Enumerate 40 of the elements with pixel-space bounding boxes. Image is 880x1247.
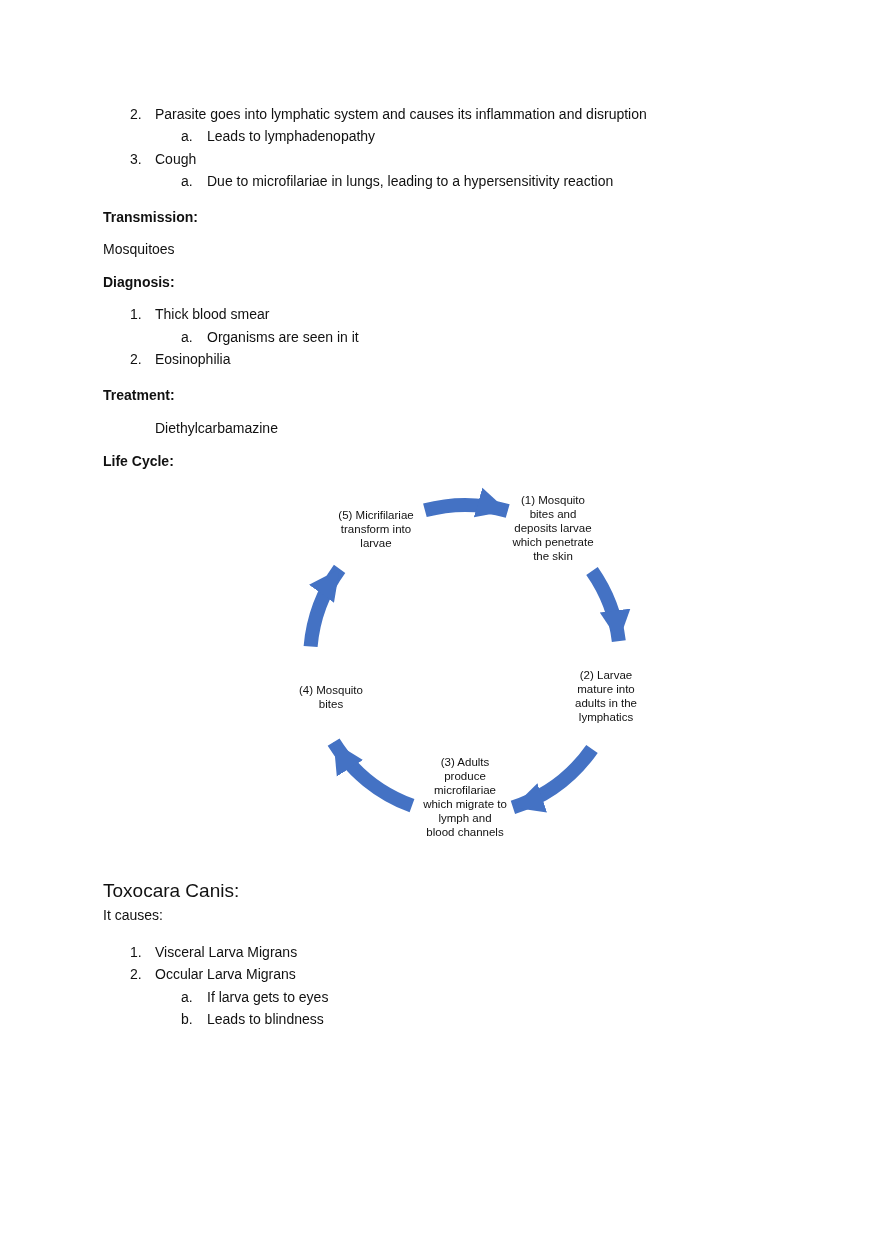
step-label: (3) Adults produce microfilariae which migrate to lymph and blood channels	[423, 755, 507, 839]
cycle-arrow	[586, 567, 629, 643]
step-label: (5) Micrifilariae transform into larvae	[334, 508, 418, 550]
list-marker: 1.	[130, 943, 142, 961]
list-item: If larva gets to eyes	[207, 988, 329, 1006]
list-item: Due to microfilariae in lungs, leading to a hypersensitivity reaction	[207, 172, 614, 190]
list-item: Leads to blindness	[207, 1010, 324, 1028]
list-marker: 1.	[130, 305, 142, 323]
list-marker: 3.	[130, 150, 142, 168]
list-marker: a.	[181, 172, 193, 190]
list-marker: b.	[181, 1010, 193, 1028]
section-heading: Treatment:	[103, 386, 175, 404]
list-marker: 2.	[130, 105, 142, 123]
list-marker: 2.	[130, 350, 142, 368]
step-label: (2) Larvae mature into adults in the lymphatics	[564, 668, 648, 724]
cycle-arrow	[510, 744, 598, 814]
section-heading: Transmission:	[103, 208, 198, 226]
list-item: Occular Larva Migrans	[155, 965, 296, 983]
list-item: Cough	[155, 150, 197, 168]
step-label: (4) Mosquito bites	[289, 683, 373, 711]
body-text: It causes:	[103, 906, 163, 924]
section-heading: Life Cycle:	[103, 452, 174, 470]
cycle-arrow	[327, 738, 415, 813]
list-item: Visceral Larva Migrans	[155, 943, 298, 961]
cycle-arrow	[303, 565, 346, 648]
list-marker: a.	[181, 328, 193, 346]
list-marker: 2.	[130, 965, 142, 983]
section-heading: Toxocara Canis:	[103, 880, 240, 902]
list-item: Parasite goes into lymphatic system and causes its inflammation and disruption	[155, 105, 647, 123]
body-text: Mosquitoes	[103, 240, 175, 258]
list-item: Eosinophilia	[155, 350, 231, 368]
list-marker: a.	[181, 127, 193, 145]
section-heading: Diagnosis:	[103, 273, 175, 291]
cycle-arrow	[423, 489, 510, 520]
list-marker: a.	[181, 988, 193, 1006]
list-item: Organisms are seen in it	[207, 328, 359, 346]
list-item: Thick blood smear	[155, 305, 270, 323]
step-label: (1) Mosquito bites and deposits larvae which penetrate the skin	[511, 493, 595, 563]
body-text: Diethylcarbamazine	[155, 419, 278, 437]
list-item: Leads to lymphadenopathy	[207, 127, 376, 145]
